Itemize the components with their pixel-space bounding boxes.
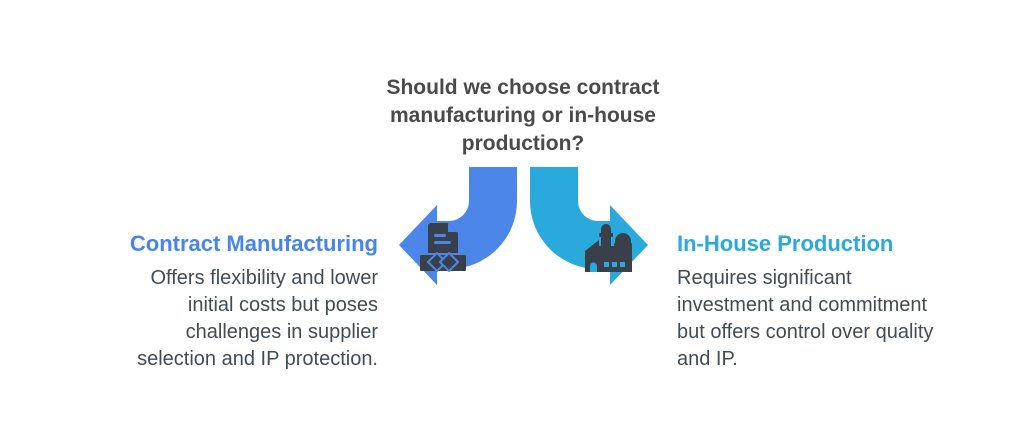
question-title-line: Should we choose contract xyxy=(386,76,660,99)
description-line: initial costs but poses xyxy=(187,294,378,316)
contract-manufacturing-heading: Contract Manufacturing xyxy=(129,231,378,256)
question-title: Should we choose contract manufacturing … xyxy=(363,74,683,158)
contract-manufacturing-description: Offers flexibility and lower initial cos… xyxy=(85,265,378,373)
contract-document-handshake-icon xyxy=(420,223,466,272)
in-house-production-description: Requires significant investment and comm… xyxy=(677,265,982,373)
contract-manufacturing-option: Contract Manufacturing Offers flexibilit… xyxy=(85,230,378,373)
description-line: and IP. xyxy=(677,348,738,370)
description-line: Offers flexibility and lower xyxy=(150,267,379,289)
decision-arrows xyxy=(399,167,648,285)
in-house-production-heading: In-House Production xyxy=(677,231,894,256)
question-title-line: production? xyxy=(461,132,585,155)
description-line: investment and commitment xyxy=(677,294,928,316)
description-line: selection and IP protection. xyxy=(137,348,378,370)
description-line: Requires significant xyxy=(677,267,852,289)
question-title-line: manufacturing or in-house xyxy=(389,104,656,127)
description-line: but offers control over quality xyxy=(677,321,934,343)
factory-icon xyxy=(585,224,632,272)
in-house-production-option: In-House Production Requires significant… xyxy=(677,230,982,373)
description-line: challenges in supplier xyxy=(185,321,378,343)
